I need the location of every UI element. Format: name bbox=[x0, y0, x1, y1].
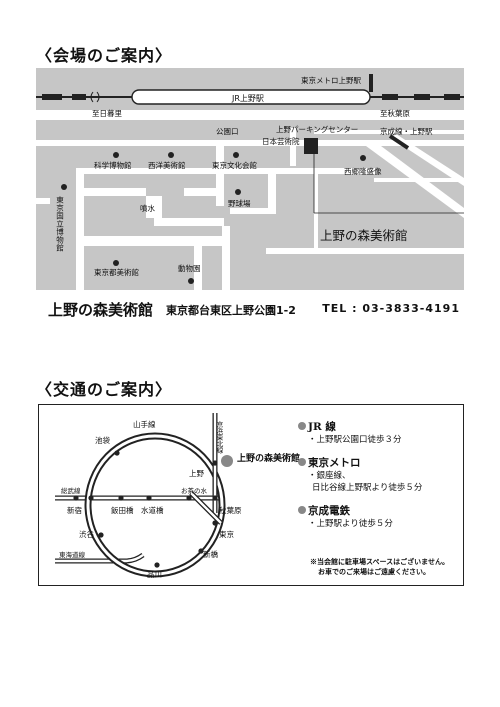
rail-label-akihabara: 秋葉原 bbox=[219, 505, 242, 515]
station-dot bbox=[114, 450, 120, 456]
poi-dot bbox=[61, 184, 67, 190]
station-dot bbox=[186, 495, 192, 501]
poi-dot bbox=[168, 152, 174, 158]
label-dobutsuen: 動物園 bbox=[178, 263, 201, 273]
poi-dot bbox=[188, 278, 194, 284]
rail-label-ueno: 上野 bbox=[189, 469, 204, 478]
tokaido-line bbox=[55, 552, 145, 564]
rail-label-shinjuku: 新宿 bbox=[67, 505, 82, 515]
station-dot bbox=[88, 495, 94, 501]
label-seiyo-bijutsukan: 西洋美術館 bbox=[148, 160, 186, 170]
bullet-icon bbox=[298, 506, 306, 514]
rail-label-tokyo: 東京 bbox=[219, 529, 234, 539]
label-to-nippori: 至日暮里 bbox=[92, 108, 122, 118]
keisei-line-marker bbox=[388, 134, 410, 150]
rail-label-shibuya: 渋谷 bbox=[79, 529, 94, 539]
label-keisei-ueno: 京成線・上野駅 bbox=[380, 126, 433, 136]
bracket-icon bbox=[90, 91, 100, 103]
address-line: 上野の森美術館 東京都台東区上野公園1-2 TEL : 03-3833-4191 bbox=[36, 298, 464, 320]
poi-dots bbox=[61, 152, 366, 284]
label-venue-name: 上野の森美術館 bbox=[320, 228, 408, 243]
venue-building bbox=[304, 138, 318, 154]
station-dot bbox=[212, 495, 218, 501]
label-tokyo-kokuritsu-hakubutsukan: 東京国立博物館 bbox=[55, 195, 64, 253]
label-koenguchi: 公園口 bbox=[216, 127, 239, 136]
access-info-jr: JR 線 ・上野駅公園口徒歩３分 bbox=[298, 419, 402, 446]
station-dot bbox=[73, 495, 79, 501]
address-tel: TEL : 03-3833-4191 bbox=[322, 302, 460, 315]
venue-section-title: 〈会場のご案内〉 bbox=[36, 46, 173, 65]
label-to-akihabara: 至秋葉原 bbox=[380, 108, 410, 118]
address-venue-name: 上野の森美術館 bbox=[48, 301, 154, 319]
rail-label-venue: 上野の森美術館 bbox=[237, 452, 300, 464]
station-dot bbox=[146, 495, 152, 501]
address-text: 東京都台東区上野公園1-2 bbox=[166, 304, 296, 317]
station-dot bbox=[212, 520, 218, 526]
label-kagaku-hakubutsukan: 科学博物館 bbox=[94, 160, 132, 170]
bullet-icon bbox=[298, 458, 306, 466]
rail-label-shimbashi: 新橋 bbox=[203, 549, 218, 559]
poi-dot bbox=[113, 260, 119, 266]
venue-marker-icon bbox=[221, 455, 233, 467]
poi-dot bbox=[360, 155, 366, 161]
station-dot bbox=[118, 495, 124, 501]
poi-dot bbox=[113, 152, 119, 158]
rail-label-suidobashi: 水道橋 bbox=[141, 505, 164, 515]
venue-map: 東京メトロ上野駅 JR上野駅 至日暮里 至秋葉原 公園口 上野パーキングセンター… bbox=[36, 68, 464, 290]
rail-label-keihin-tohoku: 京浜東北線 bbox=[215, 420, 223, 454]
label-tokyo-bunka-kaikan: 東京文化会館 bbox=[212, 160, 257, 170]
rail-label-shinagawa: 品川 bbox=[147, 570, 162, 579]
label-tokyo-toritsu-bijutsukan: 東京都美術館 bbox=[94, 267, 139, 277]
yamanote-loop bbox=[84, 432, 226, 578]
station-dot bbox=[198, 548, 204, 554]
rail-label-sobu: 総武線 bbox=[61, 486, 81, 495]
rail-label-tokaido: 東海道線 bbox=[59, 550, 86, 559]
map-roads bbox=[36, 110, 464, 290]
access-box: 山手線 京浜東北線 池袋 上野 上野の森美術館 総武線 お茶の水 秋葉原 新宿 … bbox=[38, 404, 464, 586]
label-jr-ueno: JR上野駅 bbox=[231, 94, 264, 103]
rail-map: 山手線 京浜東北線 池袋 上野 上野の森美術館 総武線 お茶の水 秋葉原 新宿 … bbox=[55, 413, 300, 579]
metro-station-marker bbox=[369, 74, 373, 92]
station-dot bbox=[212, 460, 218, 466]
rail-dashes-right bbox=[370, 94, 464, 100]
rail-label-ikebukuro: 池袋 bbox=[95, 435, 110, 445]
access-info-metro: 東京メトロ ・銀座線、 日比谷線上野駅より徒歩５分 bbox=[298, 455, 422, 494]
bullet-icon bbox=[298, 422, 306, 430]
label-yakyujo: 野球場 bbox=[228, 198, 251, 208]
access-section-title: 〈交通のご案内〉 bbox=[36, 380, 173, 399]
station-dot bbox=[154, 562, 160, 568]
station-dots bbox=[73, 450, 218, 568]
station-dot bbox=[98, 532, 104, 538]
rail-dashes-left bbox=[36, 94, 132, 100]
rail-label-iidabashi: 飯田橋 bbox=[111, 505, 134, 515]
access-info-keisei: 京成電鉄 ・上野駅より徒歩５分 bbox=[298, 503, 393, 530]
label-seisui: 噴水 bbox=[140, 203, 155, 213]
label-nihon-geijutsuin: 日本芸術院 bbox=[262, 136, 300, 146]
label-ueno-parking: 上野パーキングセンター bbox=[276, 124, 358, 134]
parking-notice: ※当会館に駐車場スペースはございません。 お車でのご来場はご遠慮ください。 bbox=[310, 557, 449, 576]
rail-label-yamanote: 山手線 bbox=[133, 419, 156, 429]
poi-dot bbox=[235, 189, 241, 195]
label-metro-ueno: 東京メトロ上野駅 bbox=[301, 75, 361, 85]
rail-label-ochanomizu: お茶の水 bbox=[181, 486, 208, 495]
poi-dot bbox=[233, 152, 239, 158]
label-saigo-takamori: 西郷隆盛像 bbox=[344, 166, 382, 176]
